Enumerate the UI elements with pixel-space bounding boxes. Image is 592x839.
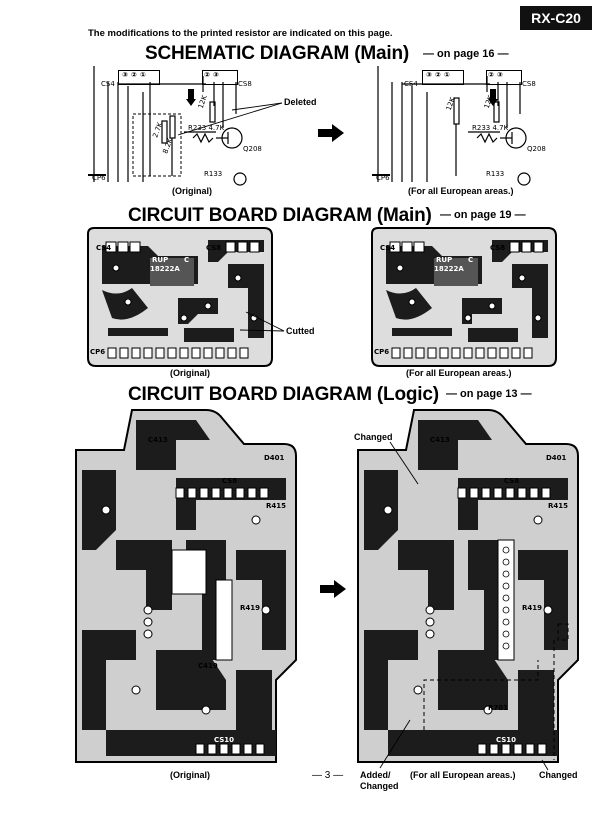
caption-board-logic-original: (Original) xyxy=(170,770,210,780)
label-cs8: CS8 xyxy=(222,477,238,485)
callout-changed-top: Changed xyxy=(354,432,393,442)
label-c413: C413 xyxy=(148,436,168,444)
modification-note: The modifications to the printed resisto… xyxy=(88,28,393,39)
board-main-modified xyxy=(371,227,557,367)
board-logic-original xyxy=(75,409,297,763)
label-d401: D401 xyxy=(546,454,567,462)
connector-cs8-original xyxy=(202,70,238,85)
label-rup: RUP xyxy=(436,256,453,264)
label-q208: Q208 xyxy=(243,145,262,153)
label-r133: R133 xyxy=(486,170,505,178)
label-cs4: CS4 xyxy=(96,244,112,252)
caption-board-main-original: (Original) xyxy=(170,368,210,378)
caption-board-logic-modified: (For all European areas.) xyxy=(410,770,516,780)
callout-added-changed: Added/Changed xyxy=(360,770,399,791)
connector-pins: ②③ xyxy=(204,71,222,79)
right-arrow-icon xyxy=(318,124,344,142)
label-cp6: CP6 xyxy=(90,348,106,356)
label-r415: R415 xyxy=(266,502,287,510)
section-title-schematic: SCHEMATIC DIAGRAM (Main) xyxy=(145,43,409,64)
label-c419: C419 xyxy=(198,662,218,670)
label-cs8: CS8 xyxy=(206,244,222,252)
label-d401: D401 xyxy=(264,454,285,462)
callout-cutted-leaders xyxy=(239,311,285,332)
label-r701: R701 xyxy=(488,704,509,712)
page-number: — 3 — xyxy=(312,770,344,781)
label-cp6: CP6 xyxy=(92,174,106,182)
schematic-original xyxy=(88,66,247,186)
callout-deleted-leaders xyxy=(177,102,283,136)
label-r419: R419 xyxy=(522,604,543,612)
label-code: 18222A xyxy=(150,265,180,273)
label-cs10: CS10 xyxy=(496,736,517,744)
label-cs4: CS4 xyxy=(101,80,115,88)
connector-cs4-modified xyxy=(422,70,464,85)
label-r415: R415 xyxy=(548,502,569,510)
label-cp6: CP6 xyxy=(374,348,390,356)
label-r233: R233 4.7K xyxy=(472,124,509,132)
label-cs10: CS10 xyxy=(214,736,235,744)
callout-deleted: Deleted xyxy=(284,97,317,107)
label-code: 18222A xyxy=(434,265,464,273)
label-c: C xyxy=(468,256,474,264)
schematic-modified xyxy=(372,66,531,186)
label-cs8: CS8 xyxy=(238,80,252,88)
caption-schematic-modified: (For all European areas.) xyxy=(408,186,514,196)
label-c: C xyxy=(184,256,190,264)
section-title-board-logic: CIRCUIT BOARD DIAGRAM (Logic) xyxy=(128,384,439,405)
board-main-original xyxy=(87,227,273,367)
label-cs8: CS8 xyxy=(504,477,520,485)
section-title-board-main: CIRCUIT BOARD DIAGRAM (Main) xyxy=(128,205,432,226)
label-cs4: CS4 xyxy=(404,80,418,88)
label-r233: R233 4.7K xyxy=(188,124,225,132)
section-ref-schematic: — on page 16 — xyxy=(423,48,509,60)
right-arrow-icon xyxy=(320,580,346,598)
label-rup: RUP xyxy=(152,256,169,264)
connector-pins: ②③ xyxy=(488,71,506,79)
callout-cutted: Cutted xyxy=(286,326,315,336)
connector-pins: ③②① xyxy=(426,71,453,79)
label-c413: C413 xyxy=(430,436,450,444)
label-cs8: CS8 xyxy=(522,80,536,88)
section-ref-board-logic: — on page 13 — xyxy=(446,388,532,400)
callout-changed-bottom: Changed xyxy=(539,770,578,780)
board-logic-modified xyxy=(357,409,579,763)
label-r419: R419 xyxy=(240,604,261,612)
section-ref-board-main: — on page 19 — xyxy=(440,209,526,221)
connector-cs4-original xyxy=(118,70,160,85)
caption-schematic-original: (Original) xyxy=(172,186,212,196)
label-r133: R133 xyxy=(204,170,223,178)
label-cs8: CS8 xyxy=(490,244,506,252)
caption-board-main-modified: (For all European areas.) xyxy=(406,368,512,378)
label-cp6: CP6 xyxy=(376,174,390,182)
label-q208: Q208 xyxy=(527,145,546,153)
connector-pins: ③②① xyxy=(122,71,149,79)
connector-cs8-modified xyxy=(486,70,522,85)
model-badge: RX-C20 xyxy=(520,6,592,30)
label-cs4: CS4 xyxy=(380,244,396,252)
